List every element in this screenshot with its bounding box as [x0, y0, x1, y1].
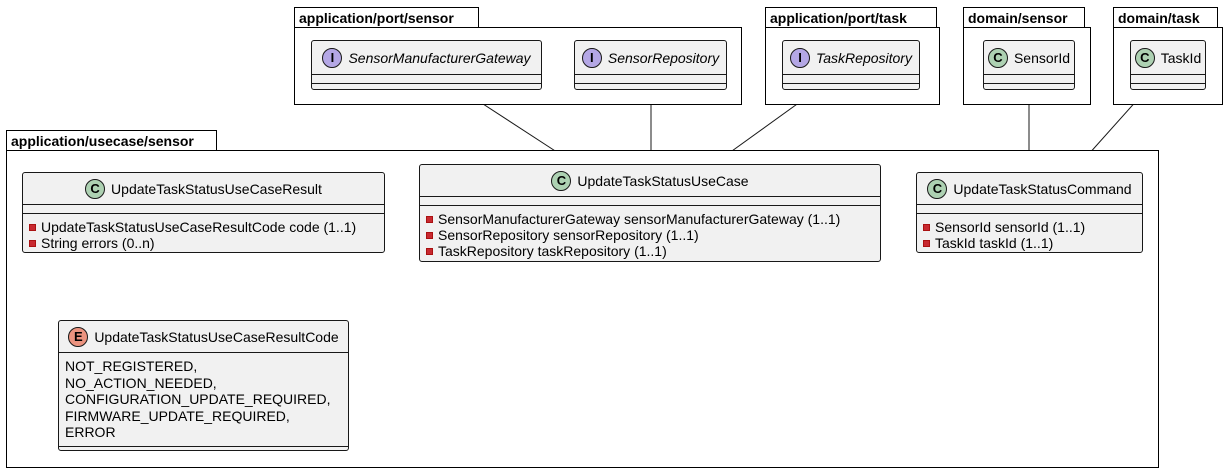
private-visibility-icon	[29, 239, 36, 247]
class-name: UpdateTaskStatusUseCase	[577, 172, 749, 189]
attribute-text: TaskId taskId (1..1)	[935, 235, 1054, 251]
class-marker-icon: C	[1134, 47, 1155, 68]
enum-literal: CONFIGURATION_UPDATE_REQUIRED,	[65, 391, 331, 407]
class-sensor-id: C SensorId	[983, 40, 1075, 90]
interface-task-repository: I TaskRepository	[782, 40, 920, 90]
class-task-id: C TaskId	[1130, 40, 1206, 90]
attribute-row: String errors (0..n)	[23, 235, 384, 251]
package-tab-port-task: application/port/task	[765, 7, 937, 29]
enum-name: UpdateTaskStatusUseCaseResultCode	[94, 328, 339, 345]
private-visibility-icon	[923, 223, 930, 231]
enum-literal: ERROR	[65, 424, 116, 440]
interface-marker-icon: I	[581, 47, 602, 68]
interface-sensor-manufacturer-gateway: I SensorManufacturerGateway	[311, 40, 542, 90]
package-tab-domain-task: domain/task	[1113, 7, 1218, 29]
attribute-text: SensorId sensorId (1..1)	[935, 219, 1086, 235]
class-name: UpdateTaskStatusCommand	[953, 180, 1132, 197]
class-marker-icon: C	[927, 178, 948, 199]
attribute-row: SensorRepository sensorRepository (1..1)	[420, 227, 880, 243]
class-name: TaskId	[1160, 49, 1202, 66]
attribute-row: TaskId taskId (1..1)	[917, 235, 1142, 251]
package-tab-domain-sensor: domain/sensor	[963, 7, 1085, 29]
package-tab-port-sensor: application/port/sensor	[294, 7, 479, 29]
attribute-row: SensorManufacturerGateway sensorManufact…	[420, 211, 880, 227]
class-use-case: C UpdateTaskStatusUseCase SensorManufact…	[419, 164, 881, 262]
class-use-case-result: C UpdateTaskStatusUseCaseResult UpdateTa…	[22, 172, 385, 253]
attribute-text: SensorRepository sensorRepository (1..1)	[438, 227, 699, 243]
interface-sensor-repository: I SensorRepository	[574, 40, 727, 90]
enum-result-code: E UpdateTaskStatusUseCaseResultCode NOT_…	[58, 320, 349, 451]
enum-marker-icon: E	[68, 326, 89, 347]
class-marker-icon: C	[85, 178, 106, 199]
interface-name: SensorManufacturerGateway	[348, 49, 531, 66]
interface-marker-icon: I	[790, 47, 810, 68]
class-command: C UpdateTaskStatusCommand SensorId senso…	[916, 172, 1143, 253]
interface-name: TaskRepository	[816, 49, 912, 66]
enum-literal: NO_ACTION_NEEDED,	[65, 374, 217, 391]
interface-marker-icon: I	[322, 47, 343, 68]
private-visibility-icon	[923, 239, 930, 247]
private-visibility-icon	[29, 223, 36, 231]
attribute-text: TaskRepository taskRepository (1..1)	[438, 243, 667, 259]
private-visibility-icon	[426, 247, 433, 255]
interface-name: SensorRepository	[607, 49, 720, 66]
enum-literal: FIRMWARE_UPDATE_REQUIRED,	[65, 407, 290, 424]
private-visibility-icon	[426, 215, 433, 223]
class-name: UpdateTaskStatusUseCaseResult	[111, 180, 322, 197]
attribute-row: TaskRepository taskRepository (1..1)	[420, 243, 880, 259]
attribute-row: UpdateTaskStatusUseCaseResultCode code (…	[23, 219, 384, 235]
private-visibility-icon	[426, 231, 433, 239]
attribute-text: String errors (0..n)	[41, 235, 155, 251]
enum-literal: NOT_REGISTERED,	[65, 358, 198, 374]
class-marker-icon: C	[987, 47, 1008, 68]
package-tab-usecase-sensor: application/usecase/sensor	[6, 130, 217, 152]
attribute-text: SensorManufacturerGateway sensorManufact…	[438, 211, 841, 227]
attribute-row: SensorId sensorId (1..1)	[917, 219, 1142, 235]
attribute-text: UpdateTaskStatusUseCaseResultCode code (…	[41, 219, 357, 235]
class-marker-icon: C	[551, 170, 572, 191]
class-name: SensorId	[1013, 49, 1071, 66]
